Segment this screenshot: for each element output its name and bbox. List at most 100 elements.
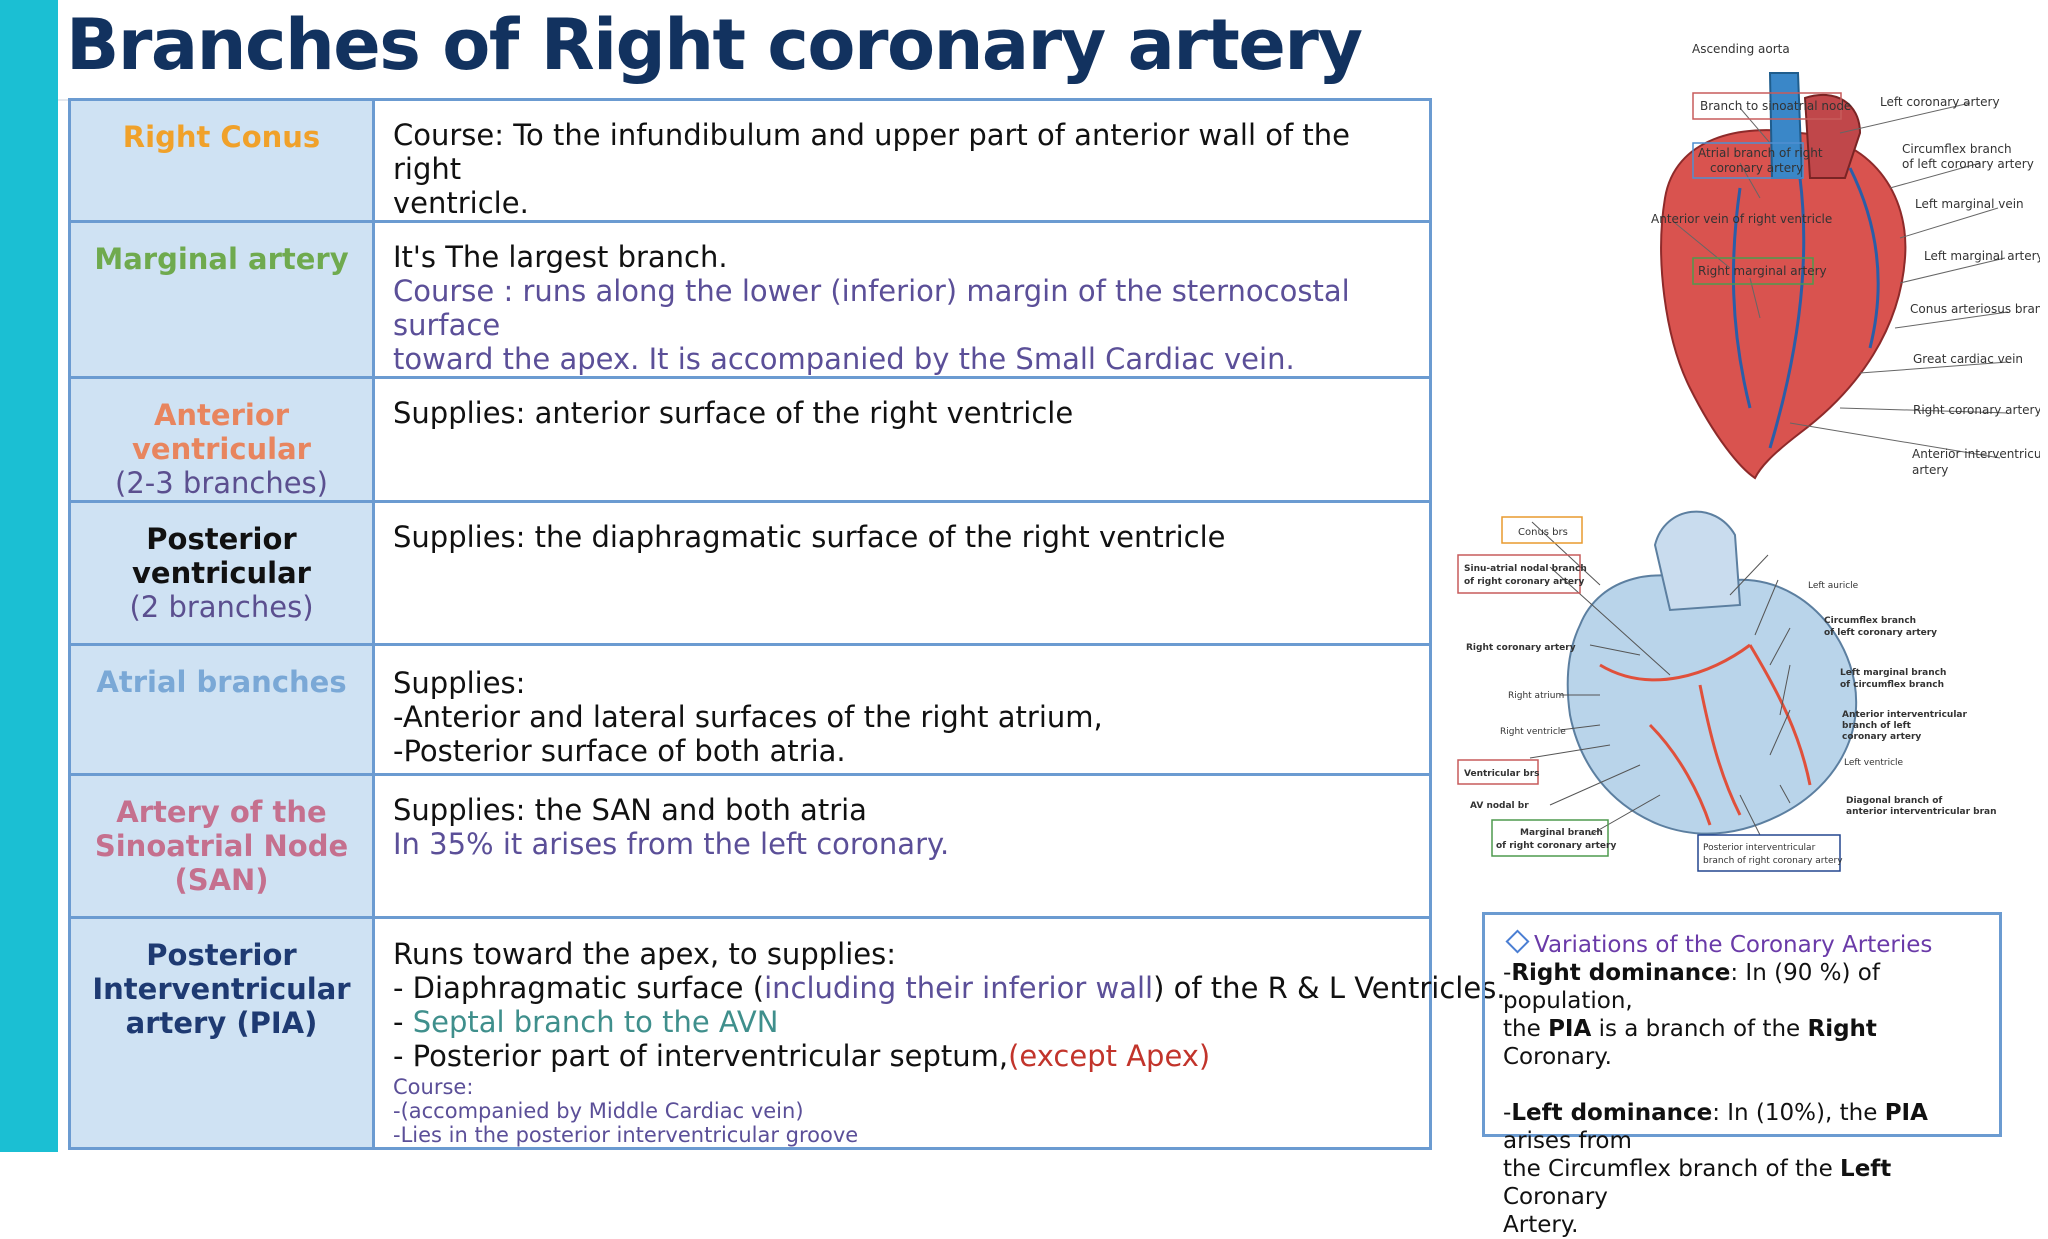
desc-line: In 35% it arises from the left coronary. — [393, 827, 950, 861]
branch-subtitle: (2-3 branches) — [115, 466, 328, 500]
branch-name-line: artery (PIA) — [125, 1006, 318, 1040]
spacer — [1503, 1071, 1981, 1099]
label-circumflex: Circumflex branch — [1902, 142, 2012, 156]
table-row: Marginal artery It's The largest branch.… — [68, 220, 1432, 379]
label-great-cardiac: Great cardiac vein — [1913, 352, 2023, 366]
label-anterior-iv: coronary artery — [1842, 732, 1921, 742]
left-accent-bar — [0, 0, 58, 1152]
label-left-marginal-vein: Left marginal vein — [1915, 197, 2024, 211]
variations-p2: -Left dominance: In (10%), the PIA arise… — [1503, 1099, 1981, 1155]
desc-line: Runs toward the apex, to supplies: — [393, 937, 896, 971]
text-run: Septal branch to the AVN — [412, 1005, 779, 1039]
label-branch-sinoatrial: Branch to sinoatrial node — [1700, 99, 1851, 113]
label-anterior-interventricular: artery — [1912, 463, 1948, 477]
table-row: Posterior Interventricular artery (PIA) … — [68, 916, 1506, 1150]
branch-name-line: ventricular — [132, 556, 311, 590]
label-right-ventricle: Right ventricle — [1500, 727, 1566, 737]
desc-line: Supplies: anterior surface of the right … — [393, 396, 1074, 430]
text-run: - Posterior part of interventricular sep… — [393, 1039, 1009, 1073]
table-row: Atrial branches Supplies: -Anterior and … — [68, 643, 1432, 776]
text-run: PIA — [1884, 1100, 1928, 1126]
text-run: the Circumflex branch of the — [1503, 1156, 1841, 1182]
desc-line: Course: To the infundibulum and upper pa… — [393, 118, 1350, 186]
variations-box: Variations of the Coronary Arteries -Rig… — [1482, 912, 2002, 1238]
desc-item: - Septal branch to the AVN — [393, 1005, 1411, 1039]
branch-name-line: Sinoatrial Node — [94, 829, 349, 863]
label-left-marginal: of circumflex branch — [1840, 680, 1944, 690]
row-desc-cell: Supplies: the SAN and both atria In 35% … — [372, 773, 1432, 919]
label-circumflex: Circumflex branch — [1824, 616, 1916, 626]
heart-posterior-figure: Conus brs Sinu-atrial nodal branch of ri… — [1457, 510, 1997, 872]
branch-name-line: (SAN) — [174, 863, 269, 897]
text-run: Coronary — [1503, 1184, 1608, 1210]
pulmonary-illustration — [1803, 93, 1862, 179]
row-name-cell: Right Conus — [68, 98, 375, 223]
text-run: : In (10%), the — [1712, 1100, 1885, 1126]
text-run: Left — [1840, 1156, 1892, 1182]
label-marginal: Marginal branch — [1520, 828, 1603, 838]
label-box — [1457, 759, 1539, 785]
artery-illustration — [1599, 643, 1812, 826]
course-head: Course: — [393, 1075, 474, 1099]
row-name-cell: Anterior ventricular (2-3 branches) — [68, 376, 375, 503]
row-desc-cell: Supplies: -Anterior and lateral surfaces… — [372, 643, 1432, 776]
text-run: - — [393, 1005, 413, 1039]
label-left-marginal: Left marginal branch — [1840, 668, 1946, 678]
label-ventricular: Ventricular brs — [1464, 769, 1540, 779]
desc-line: Supplies: the SAN and both atria — [393, 793, 867, 827]
label-anterior-vein: Anterior vein of right ventricle — [1651, 212, 1832, 226]
text-run: including their inferior wall — [764, 971, 1154, 1005]
text-run: - Diaphragmatic surface ( — [393, 971, 765, 1005]
label-right-coronary: Right coronary artery — [1466, 643, 1576, 653]
label-marginal: of right coronary artery — [1496, 841, 1616, 851]
label-box — [1692, 92, 1842, 120]
branch-name-line: Posterior — [146, 938, 297, 972]
label-av-nodal: AV nodal br — [1470, 801, 1529, 811]
text-run: ) of the R & L Ventricles. — [1153, 971, 1506, 1005]
row-desc-cell: Supplies: anterior surface of the right … — [372, 376, 1432, 503]
branch-name: Marginal artery — [94, 242, 349, 276]
desc-line: It's The largest branch. — [393, 240, 728, 274]
text-run: the — [1503, 1016, 1549, 1042]
label-anterior-iv: Anterior interventricular — [1842, 710, 1967, 720]
text-run: is a branch of the — [1591, 1016, 1808, 1042]
row-name-cell: Posterior ventricular (2 branches) — [68, 500, 375, 646]
variations-p2-line2: the Circumflex branch of the Left Corona… — [1503, 1155, 1981, 1211]
table-row: Posterior ventricular (2 branches) Suppl… — [68, 500, 1432, 646]
label-conus-arteriosus: Conus arteriosus branch — [1910, 302, 2040, 316]
desc-item: -Posterior surface of both atria. — [393, 734, 846, 768]
variations-p1-line2: the PIA is a branch of the Right Coronar… — [1503, 1015, 1981, 1071]
variations-title-text: Variations of the Coronary Arteries — [1534, 932, 1933, 958]
heart-anterior-figure: Ascending aorta Branch to sinoatrial nod… — [1651, 42, 2040, 480]
row-desc-cell: It's The largest branch. Course : runs a… — [372, 220, 1432, 379]
desc-item: - Posterior part of interventricular sep… — [393, 1039, 1411, 1073]
aorta-illustration — [1653, 510, 1742, 612]
label-diagonal: Diagonal branch of — [1846, 796, 1942, 806]
variations-p2-line3: Artery. — [1503, 1212, 1579, 1238]
desc-item: -Anterior and lateral surfaces of the ri… — [393, 700, 1103, 734]
text-run: PIA — [1548, 1016, 1592, 1042]
text-run: Right dominance — [1511, 960, 1731, 986]
course-block: Course: -(accompanied by Middle Cardiac … — [393, 1075, 1411, 1147]
label-ascending-aorta: Ascending aorta — [1692, 42, 1790, 56]
label-sinu-atrial: of right coronary artery — [1464, 577, 1584, 587]
table-row: Right Conus Course: To the infundibulum … — [68, 98, 1432, 223]
label-posterior-iv: branch of right coronary artery — [1703, 856, 1843, 866]
row-name-cell: Artery of the Sinoatrial Node (SAN) — [68, 773, 375, 919]
text-run: Left dominance — [1511, 1100, 1713, 1126]
branch-name: Right Conus — [122, 120, 321, 154]
branches-table: Right Conus Course: To the infundibulum … — [68, 98, 1506, 1150]
leader-lines — [1674, 102, 2009, 459]
label-right-marginal: Right marginal artery — [1698, 264, 1827, 278]
text-run: Coronary. — [1503, 1044, 1612, 1070]
text-run: Right — [1807, 1016, 1877, 1042]
label-box — [1457, 554, 1581, 594]
label-diagonal: anterior interventricular bran — [1846, 807, 1997, 817]
label-box — [1692, 257, 1814, 285]
text-run: - — [1503, 960, 1512, 986]
desc-item: - Diaphragmatic surface (including their… — [393, 971, 1506, 1005]
table-row: Anterior ventricular (2-3 branches) Supp… — [68, 376, 1432, 503]
branch-name-line: Interventricular — [92, 972, 351, 1006]
branch-subtitle: (2 branches) — [129, 590, 314, 624]
text-run: : In (90 %) of population, — [1503, 960, 1880, 1014]
